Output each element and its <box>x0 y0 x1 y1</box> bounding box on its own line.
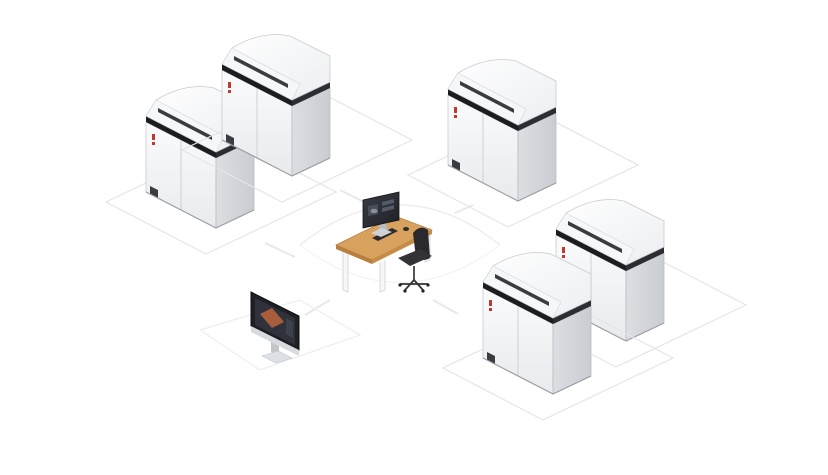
workstation-monitor <box>362 191 400 229</box>
workstation-ring <box>299 204 501 283</box>
desktop-computer <box>198 291 362 371</box>
office-chair <box>398 227 432 293</box>
